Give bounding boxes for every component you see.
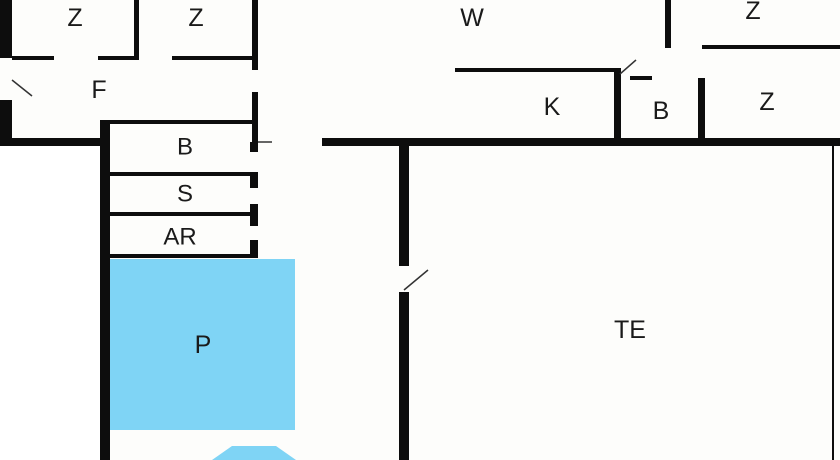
wall: [702, 45, 840, 49]
pool-steps: [212, 446, 296, 460]
wall: [0, 138, 108, 146]
wall: [614, 68, 621, 142]
pool: [110, 259, 296, 460]
door-swing: [619, 59, 637, 75]
room-label-w: W: [460, 4, 484, 32]
terrace-floor: [406, 142, 840, 460]
wall: [252, 0, 258, 70]
room-label-b2: B: [177, 134, 193, 161]
wall: [104, 212, 254, 216]
wall: [0, 0, 12, 58]
room-label-te: TE: [614, 316, 646, 344]
room-label-f: F: [91, 76, 106, 104]
wall: [250, 204, 258, 226]
wall: [665, 0, 671, 48]
wall: [250, 172, 258, 188]
room-label-ar: AR: [163, 224, 196, 251]
wall: [630, 76, 652, 80]
wall: [404, 138, 840, 146]
wall: [252, 92, 258, 142]
room-labels: Z Z F W Z K B Z B S AR P TE: [67, 0, 774, 359]
room-label-b1: B: [653, 97, 670, 125]
wall: [134, 0, 139, 60]
wall: [0, 100, 12, 146]
wall: [104, 120, 254, 124]
wall: [100, 120, 110, 460]
room-label-z2: Z: [188, 4, 203, 32]
door-swing: [403, 269, 429, 291]
room-label-z3: Z: [745, 0, 760, 25]
room-label-p: P: [195, 331, 212, 359]
wall: [250, 142, 258, 152]
wall: [104, 254, 254, 258]
room-label-s: S: [177, 181, 193, 208]
wall: [12, 56, 54, 60]
wall: [399, 292, 409, 460]
wall: [455, 68, 615, 72]
wall: [172, 56, 256, 60]
wall: [250, 240, 258, 258]
room-label-z4: Z: [759, 88, 774, 116]
wall: [399, 142, 409, 266]
wall: [832, 142, 834, 460]
pool-basin: [110, 259, 295, 430]
room-label-z1: Z: [67, 4, 82, 32]
wall: [698, 78, 705, 142]
wall: [104, 172, 254, 176]
door-swings: [11, 59, 637, 291]
room-label-k: K: [544, 93, 561, 121]
wall: [98, 56, 138, 60]
door-swing: [11, 79, 33, 97]
